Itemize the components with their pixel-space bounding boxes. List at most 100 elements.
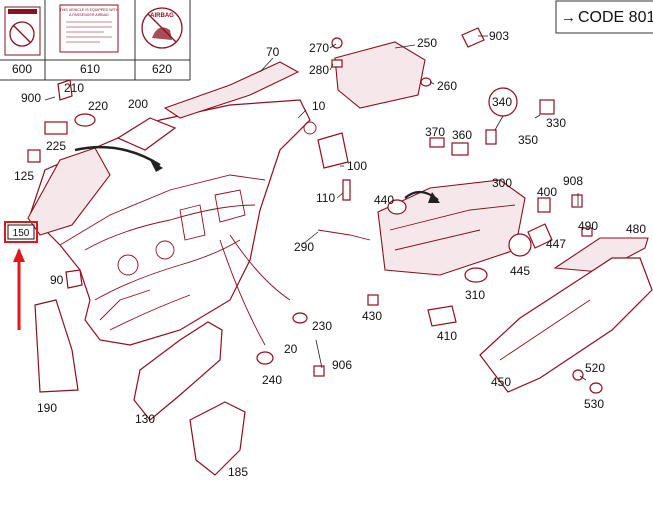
code-label: CODE 801 xyxy=(578,9,653,26)
warning-label-subtitle: A PASSENGER AIRBAG xyxy=(69,13,109,17)
callout-330: 330 xyxy=(546,116,566,130)
part-490 xyxy=(581,227,593,237)
part-210 xyxy=(57,79,73,101)
part-370 xyxy=(429,137,445,148)
part-440 xyxy=(387,199,407,215)
callout-230: 230 xyxy=(312,319,332,333)
part-110 xyxy=(342,179,351,201)
callout-360: 360 xyxy=(452,128,472,142)
part-100 xyxy=(317,132,349,169)
callout-185: 185 xyxy=(228,465,248,479)
part-300 xyxy=(377,179,526,276)
part-260 xyxy=(420,77,432,87)
callout-340: 340 xyxy=(492,95,512,109)
callout-70: 70 xyxy=(266,45,280,59)
callout-100: 100 xyxy=(347,159,367,173)
header-label-boxes: THIS VEHICLE IS EQUIPPED WITH A PASSENGE… xyxy=(0,0,191,81)
part-270 xyxy=(331,37,343,49)
part-310 xyxy=(464,267,488,283)
callout-600: 600 xyxy=(12,62,32,76)
warning-label-icon: THIS VEHICLE IS EQUIPPED WITH A PASSENGE… xyxy=(59,4,119,53)
callout-150: 150 xyxy=(13,228,30,239)
callout-200: 200 xyxy=(128,97,148,111)
part-190 xyxy=(34,299,79,393)
callout-440: 440 xyxy=(374,193,394,207)
callout-900: 900 xyxy=(21,91,41,105)
callout-350: 350 xyxy=(518,133,538,147)
part-240 xyxy=(256,351,274,365)
part-520 xyxy=(572,369,584,381)
callout-410: 410 xyxy=(437,329,457,343)
callout-290: 290 xyxy=(294,240,314,254)
callout-610: 610 xyxy=(80,62,100,76)
part-280 xyxy=(331,59,343,68)
assembly-arrow-left xyxy=(74,145,161,167)
callout-125: 125 xyxy=(14,169,34,183)
callout-260: 260 xyxy=(437,79,457,93)
callout-447: 447 xyxy=(546,237,566,251)
part-410 xyxy=(427,305,457,327)
part-200 xyxy=(116,117,177,151)
callout-labels: 70 270 280 250 903 260 900 210 220 200 1… xyxy=(13,29,647,479)
part-906 xyxy=(313,365,325,377)
part-360 xyxy=(451,142,469,156)
code-box: → CODE 801 xyxy=(555,0,653,34)
part-150-box xyxy=(7,224,35,240)
part-400 xyxy=(537,197,551,213)
callout-480: 480 xyxy=(626,222,646,236)
callout-225: 225 xyxy=(46,139,66,153)
part-70 xyxy=(163,61,300,119)
callout-310: 310 xyxy=(465,288,485,302)
callout-190: 190 xyxy=(37,401,57,415)
airbag-child-seat-icon: AIRBAG xyxy=(141,7,183,49)
callout-908: 908 xyxy=(563,174,583,188)
part-225 xyxy=(27,147,111,236)
callout-520: 520 xyxy=(585,361,605,375)
airbag-icon-label: AIRBAG xyxy=(150,13,174,19)
callout-210: 210 xyxy=(64,81,84,95)
callout-130: 130 xyxy=(135,412,155,426)
part-130 xyxy=(133,321,223,421)
part-220 xyxy=(74,113,96,127)
part-230 xyxy=(292,312,308,324)
part-450 xyxy=(479,257,653,393)
callout-270: 270 xyxy=(309,41,329,55)
callout-400: 400 xyxy=(537,185,557,199)
callout-530: 530 xyxy=(584,397,604,411)
callout-20: 20 xyxy=(284,342,298,356)
part-908 xyxy=(571,194,583,208)
part-447 xyxy=(527,223,553,249)
callout-445: 445 xyxy=(510,264,530,278)
no-airbag-warning-icon xyxy=(4,6,41,56)
callout-903: 903 xyxy=(489,29,509,43)
part-125 xyxy=(27,149,41,163)
callout-220: 220 xyxy=(88,99,108,113)
callout-450: 450 xyxy=(491,375,511,389)
callout-370: 370 xyxy=(425,125,445,139)
part-225-small xyxy=(44,121,68,135)
part-250 xyxy=(334,41,426,109)
part-350 xyxy=(485,129,497,145)
callout-90: 90 xyxy=(50,273,64,287)
code-arrow: → xyxy=(561,9,576,26)
part-290 xyxy=(317,229,371,241)
part-330 xyxy=(539,99,555,115)
part-903 xyxy=(461,27,485,48)
part-185 xyxy=(189,401,246,476)
callout-490: 490 xyxy=(578,219,598,233)
callout-240: 240 xyxy=(262,373,282,387)
callout-110: 110 xyxy=(316,191,335,205)
callout-906: 906 xyxy=(332,358,352,372)
cable-20 xyxy=(219,239,266,346)
callout-620: 620 xyxy=(152,62,172,76)
callout-250: 250 xyxy=(417,36,437,50)
highlight-arrow-head xyxy=(13,248,25,262)
part-430 xyxy=(367,294,379,306)
part-90 xyxy=(65,269,83,289)
callout-430: 430 xyxy=(362,309,382,323)
warning-label-title: THIS VEHICLE IS EQUIPPED WITH xyxy=(60,8,119,12)
callout-280: 280 xyxy=(309,63,329,77)
callout-300: 300 xyxy=(492,176,512,190)
highlight-frame xyxy=(4,221,38,243)
